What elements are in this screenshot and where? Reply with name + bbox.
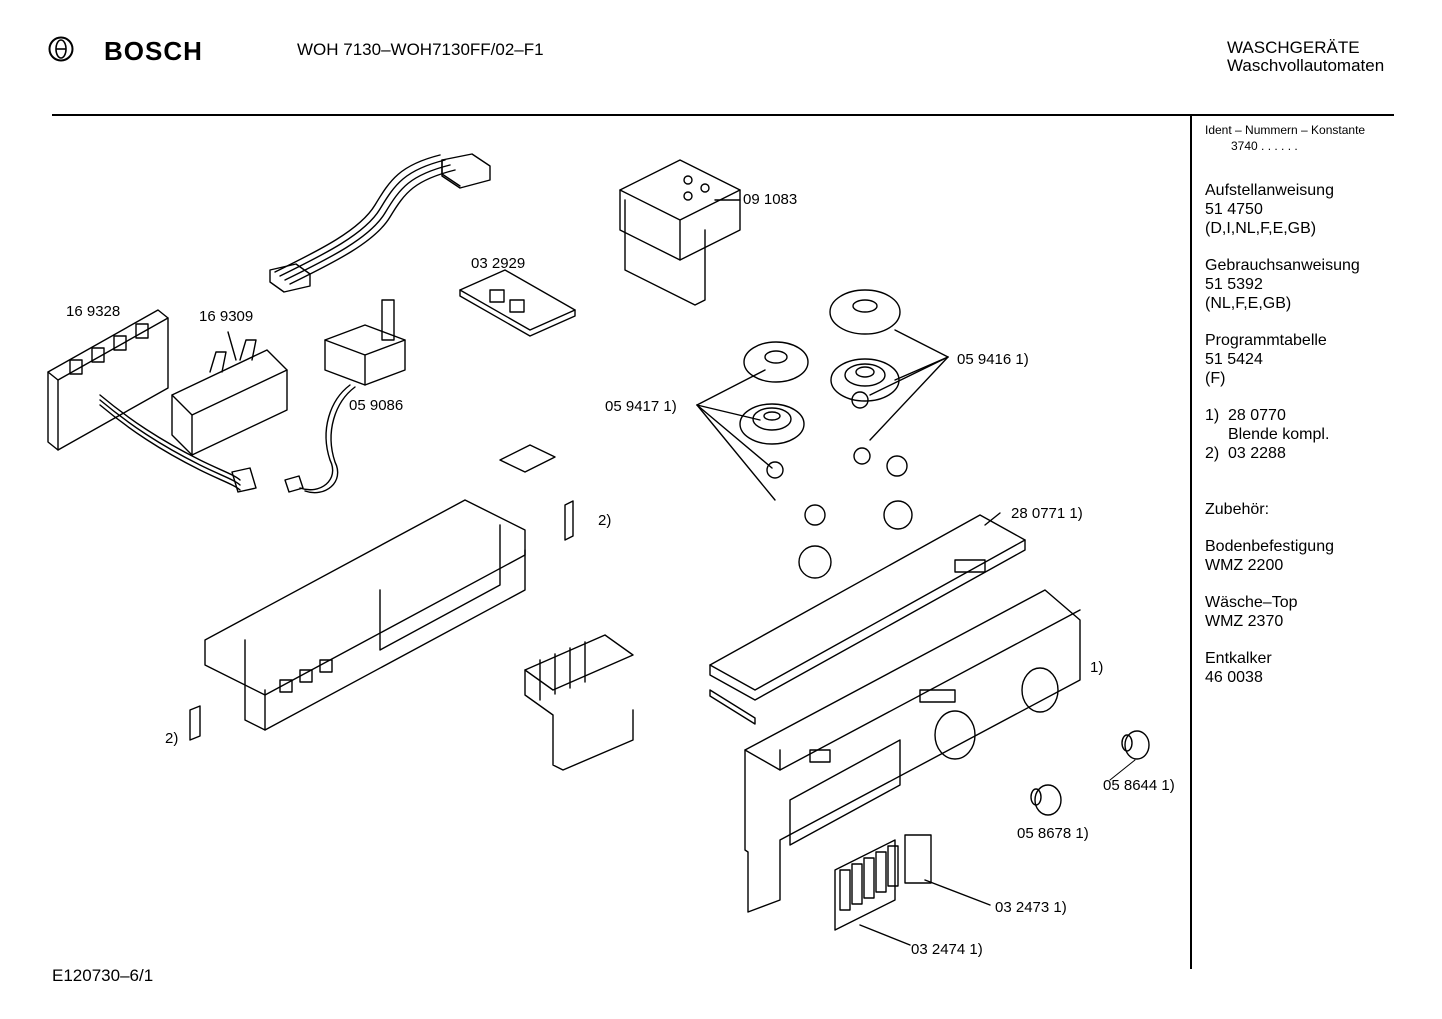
callout-note1: 1): [1090, 659, 1104, 676]
fascia-panel-280771: [709, 512, 1026, 725]
note1-marker: 1): [1205, 407, 1220, 424]
model-title: WOH 7130–WOH7130FF/02–F1: [297, 40, 544, 59]
note1-text: Blende kompl.: [1228, 426, 1330, 443]
note1-number: 28 0770: [1228, 407, 1286, 424]
header-divider: [52, 114, 1394, 116]
aufstell-number: 51 4750: [1205, 201, 1263, 218]
waesche-number: WMZ 2370: [1205, 613, 1284, 630]
callout-059416: 05 9416 1): [957, 351, 1029, 368]
push-buttons-032473: [834, 834, 991, 946]
boden-title: Bodenbefestigung: [1205, 538, 1334, 555]
control-housing: [744, 589, 1081, 913]
waesche-title: Wäsche–Top: [1205, 594, 1298, 611]
programm-langs: (F): [1205, 370, 1226, 387]
entkalker-number: 46 0038: [1205, 669, 1263, 686]
wire-harness-top: [269, 153, 491, 293]
callout-058644: 05 8644 1): [1103, 777, 1175, 794]
aufstell-langs: (D,I,NL,F,E,GB): [1205, 220, 1317, 237]
callout-091083: 09 1083: [743, 191, 798, 208]
selector-switch-169309: [171, 331, 288, 456]
sidebar-divider: [1190, 116, 1192, 969]
gebrauch-title: Gebrauchsanweisung: [1205, 257, 1360, 274]
brand-name: BOSCH: [104, 36, 203, 66]
rotary-knobs: [1030, 730, 1150, 816]
programm-title: Programmtabelle: [1205, 332, 1327, 349]
programm-number: 51 5424: [1205, 351, 1263, 368]
bosch-logo-icon: [48, 36, 74, 62]
callout-280771: 28 0771 1): [1011, 505, 1083, 522]
boden-number: WMZ 2200: [1205, 557, 1284, 574]
category-title: WASCHGERÄTE: [1227, 38, 1360, 57]
drawing-id: E120730–6/1: [52, 966, 154, 985]
ident-label: Ident – Nummern – Konstante: [1205, 123, 1366, 137]
control-discs: [696, 289, 949, 579]
callout-note2-bottom: 2): [165, 730, 179, 747]
exploded-parts-diagram: [47, 153, 1150, 946]
callout-058678: 05 8678 1): [1017, 825, 1089, 842]
note2-number: 03 2288: [1228, 445, 1286, 462]
callout-032473: 03 2473 1): [995, 899, 1067, 916]
program-timer-059086: [284, 299, 406, 494]
callout-059086: 05 9086: [349, 397, 404, 414]
callout-032474: 03 2474 1): [911, 941, 983, 958]
callout-169309: 16 9309: [199, 308, 254, 325]
ident-value: 3740 . . . . . .: [1231, 139, 1298, 153]
gebrauch-langs: (NL,F,E,GB): [1205, 295, 1292, 312]
callout-059417: 05 9417 1): [605, 398, 677, 415]
entkalker-title: Entkalker: [1205, 650, 1272, 667]
gebrauch-number: 51 5392: [1205, 276, 1263, 293]
callout-032929: 03 2929: [471, 255, 526, 272]
main-frame: [189, 444, 574, 741]
aufstell-title: Aufstellanweisung: [1205, 182, 1334, 199]
callout-note2-top: 2): [598, 512, 612, 529]
door-lock-091083: [619, 159, 741, 306]
electronic-module-169328: [47, 309, 257, 493]
zubehoer-heading: Zubehör:: [1205, 501, 1270, 518]
category-subtitle: Waschvollautomaten: [1227, 56, 1385, 75]
pcb-032929: [459, 269, 576, 337]
note2-marker: 2): [1205, 445, 1220, 462]
callout-169328: 16 9328: [66, 303, 121, 320]
slide-switch-block: [524, 634, 634, 771]
